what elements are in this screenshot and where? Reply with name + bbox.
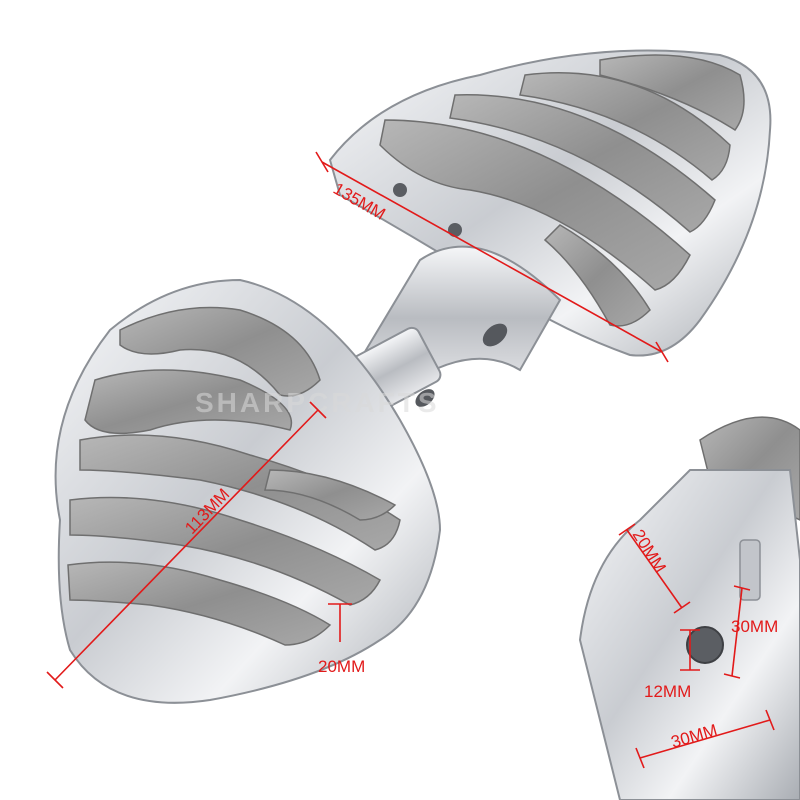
dim-label-20-step: 20MM: [318, 657, 365, 676]
upper-rubber-strips: [379, 54, 745, 327]
lower-rubber-strips: [67, 306, 401, 646]
dim-tick: [733, 585, 751, 591]
dim-tick: [765, 709, 775, 731]
pivot-hole-icon: [482, 323, 508, 347]
dimension-lines: [46, 151, 775, 769]
dim-tick: [46, 671, 64, 689]
dim-tick: [315, 151, 329, 173]
clevis-hole-icon: [686, 626, 724, 664]
dim-line-30-width: [639, 719, 771, 759]
dim-label-30-height: 30MM: [731, 617, 778, 636]
mount-hole-icon: [448, 223, 462, 237]
dim-tick: [655, 341, 669, 363]
lower-footpeg: [54, 278, 442, 704]
dim-tick: [635, 747, 645, 769]
dim-line-135: [321, 161, 663, 353]
mount-hole-icon: [393, 183, 407, 197]
dim-tick: [723, 673, 741, 679]
watermark: SHARPCRAFTS: [195, 387, 440, 418]
dim-label-12: 12MM: [644, 682, 691, 701]
dim-tick: [618, 523, 636, 536]
dim-tick: [673, 601, 691, 614]
upper-footpeg: [328, 49, 772, 357]
dim-tick: [309, 401, 327, 419]
dim-line-20-clevis: [626, 529, 683, 609]
dim-line-113: [54, 409, 319, 681]
pivot-hole-icon: [415, 389, 435, 407]
dim-line-30-height: [731, 587, 743, 677]
